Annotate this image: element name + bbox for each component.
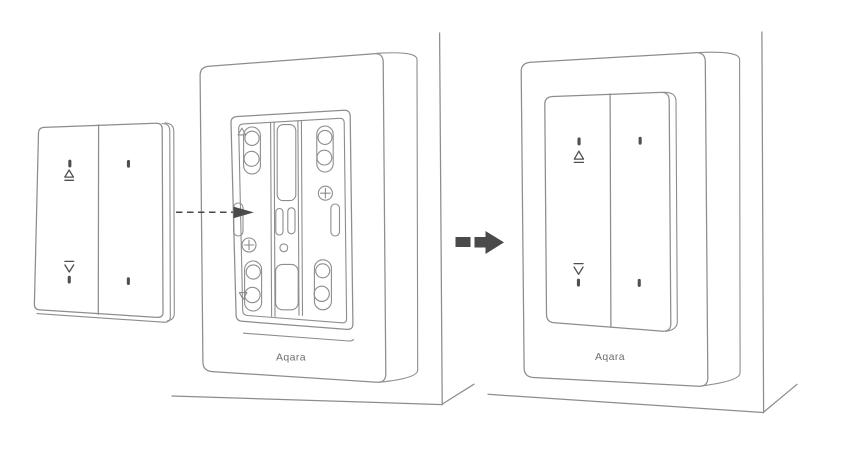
led-dot xyxy=(637,278,641,287)
clip-slot-center-2 xyxy=(287,207,296,235)
plate-inner-rim xyxy=(238,117,348,324)
led-dot xyxy=(126,277,130,285)
led-dot xyxy=(68,159,72,168)
wall-assembly: Aqara xyxy=(171,32,475,406)
plate-outer-edge xyxy=(230,109,354,331)
wall-bottom-edge xyxy=(171,395,443,406)
cover-front-face xyxy=(33,122,164,319)
rocker-side-depth xyxy=(662,91,678,332)
clip-slot-center-1 xyxy=(275,207,284,236)
rocker-divider xyxy=(609,93,612,328)
arrowhead-icon xyxy=(233,206,254,219)
wall-depth-diagonal xyxy=(441,383,475,405)
rocker-front-face xyxy=(544,91,672,332)
mounting-plate xyxy=(230,109,354,342)
step-arrow-icon xyxy=(455,231,504,254)
triangle-up-icon xyxy=(573,150,585,160)
led-dot xyxy=(576,278,580,287)
phillips-screw-icon xyxy=(241,237,257,253)
keyhole-slot-top-left xyxy=(243,126,261,175)
wall-right-edge xyxy=(438,32,443,405)
channel-wall-left xyxy=(270,121,276,317)
cover-up-indicator-icon xyxy=(64,159,75,181)
wall-depth-diagonal xyxy=(763,383,798,413)
channel-wall-right xyxy=(297,120,304,316)
keyhole-slot-bottom-right xyxy=(313,259,332,311)
keyhole-slot-bottom-left xyxy=(244,260,263,312)
plate-bottom-lip xyxy=(242,332,354,342)
aqara-logo: Aqara xyxy=(595,351,625,363)
keyhole-slot-top-right xyxy=(316,125,334,173)
triangle-down-icon xyxy=(573,266,584,275)
cable-opening-top xyxy=(276,124,297,202)
installed-switch: Aqara xyxy=(487,31,798,414)
cable-opening-bottom xyxy=(275,263,299,311)
cover-bottom-depth xyxy=(36,313,165,323)
frame-side-depth xyxy=(698,51,741,387)
switch-cover-panel xyxy=(33,122,175,323)
aqara-logo: Aqara xyxy=(276,352,306,364)
frame-front-face xyxy=(199,53,387,383)
clip-slot-left xyxy=(233,202,244,237)
led-dot xyxy=(126,159,130,168)
led-dot xyxy=(577,137,581,146)
triangle-down-mark xyxy=(238,292,248,300)
cover-down-indicator-icon xyxy=(64,260,75,284)
frame-front-face xyxy=(520,52,709,387)
switch-down-indicator-icon xyxy=(573,262,584,287)
led-dot xyxy=(638,136,642,145)
frame-side-depth xyxy=(376,52,419,383)
led-dot xyxy=(67,275,71,284)
cover-side-depth-inner xyxy=(161,122,171,323)
triangle-down-icon xyxy=(64,264,75,273)
triangle-up-icon xyxy=(64,169,75,178)
triangle-up-mark xyxy=(237,127,247,136)
phillips-screw-icon xyxy=(317,185,333,201)
wall-right-edge xyxy=(761,31,765,413)
wall-bottom-edge xyxy=(487,393,765,414)
clip-slot-right xyxy=(330,203,341,237)
center-screw-hole xyxy=(279,243,289,253)
switch-up-indicator-icon xyxy=(573,137,585,164)
attach-direction-arrow xyxy=(175,206,254,219)
cover-side-depth-outer xyxy=(164,122,175,322)
